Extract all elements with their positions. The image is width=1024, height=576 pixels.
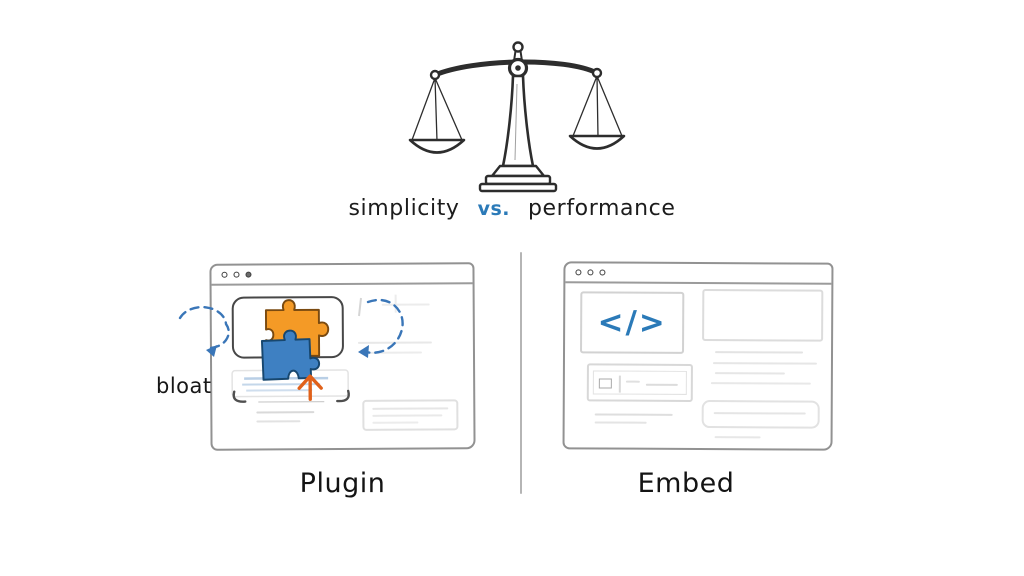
puzzle-icon xyxy=(260,299,330,381)
balance-scale-icon xyxy=(408,41,626,193)
code-embed-icon: </> xyxy=(597,304,667,341)
up-arrow-icon xyxy=(297,374,323,401)
window-dot-icon xyxy=(233,271,240,278)
plugin-label: Plugin xyxy=(299,468,386,499)
window-dot-icon xyxy=(245,271,252,278)
embed-browser-window: </> xyxy=(562,261,834,451)
input-inner-frame xyxy=(592,370,687,395)
code-embed-tile: </> xyxy=(580,291,685,354)
placeholder-line xyxy=(714,372,785,375)
placeholder-line xyxy=(714,436,761,439)
placeholder-card xyxy=(702,289,824,342)
tradeoff-caption: simplicity vs. performance xyxy=(0,196,1024,221)
snippet-stub-icon xyxy=(598,378,612,389)
window-dot-icon xyxy=(575,269,582,276)
window-titlebar xyxy=(565,263,832,285)
embed-label: Embed xyxy=(637,468,735,499)
placeholder-card xyxy=(701,400,820,429)
dashed-cycle-arrow-right-icon xyxy=(358,297,404,358)
dashed-cycle-arrow-left-icon xyxy=(178,306,230,357)
plugin-browser-window xyxy=(209,262,476,451)
placeholder-line xyxy=(256,420,301,423)
bloat-annotation: bloat xyxy=(156,374,212,398)
performance-term: performance xyxy=(527,196,676,221)
placeholder-line xyxy=(594,421,647,424)
content-banner xyxy=(231,369,350,403)
placeholder-line xyxy=(594,413,673,416)
divider-line xyxy=(520,252,522,494)
placeholder-card xyxy=(362,399,459,431)
embed-snippet-field xyxy=(586,363,693,402)
placeholder-line xyxy=(712,362,817,365)
window-dot-icon xyxy=(221,271,228,278)
window-dot-icon xyxy=(599,269,606,276)
window-titlebar xyxy=(211,264,473,286)
window-dot-icon xyxy=(587,269,594,276)
placeholder-line xyxy=(710,382,811,385)
input-divider xyxy=(618,375,621,393)
simplicity-term: simplicity xyxy=(348,196,460,221)
placeholder-line xyxy=(715,351,804,354)
vs-term: vs. xyxy=(477,198,510,220)
placeholder-line xyxy=(256,411,315,414)
